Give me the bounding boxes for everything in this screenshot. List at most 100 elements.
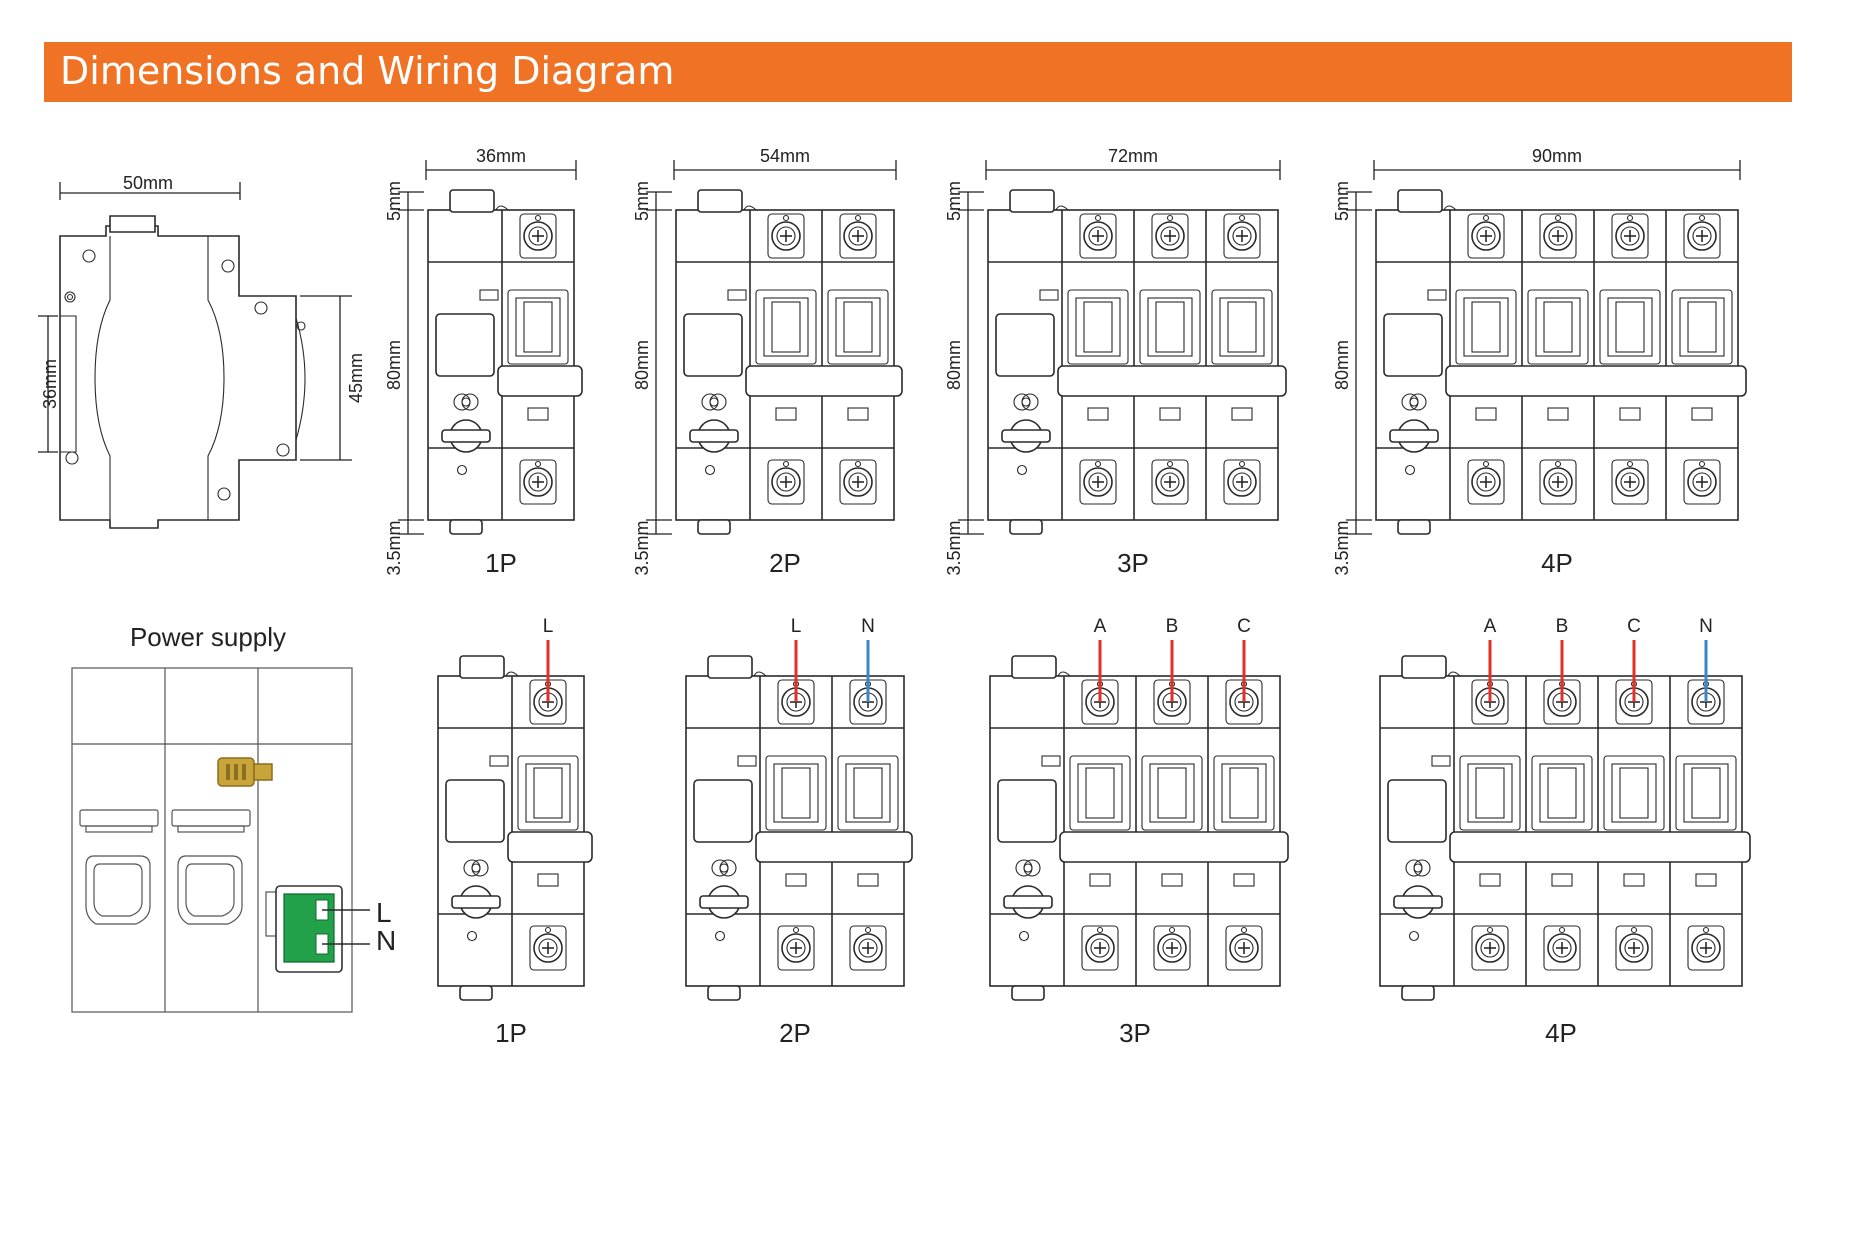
bottom-gap-label: 3.5mm xyxy=(1332,520,1352,575)
wire-label: A xyxy=(1484,616,1497,637)
top-gap-label: 5mm xyxy=(384,181,404,221)
indicator-window xyxy=(1475,407,1497,421)
pole-label: 3P xyxy=(1117,548,1149,578)
test-button-icon xyxy=(463,859,489,877)
bottom-gap-label: 3.5mm xyxy=(944,520,964,575)
indicator-window xyxy=(785,873,807,887)
side-outer-height-label: 45mm xyxy=(346,353,366,403)
indicator-window xyxy=(1087,407,1109,421)
display-window xyxy=(435,313,495,377)
bottom-terminal-screw-icon xyxy=(1471,925,1509,971)
test-button-icon xyxy=(453,393,479,411)
indicator-window xyxy=(537,873,559,887)
dimension-views: 36mm 5mm 80mm 3.5mm 1P 54mm 5mm 80mm 3.5mm 2P 72mm… xyxy=(384,146,1747,578)
reset-knob-icon xyxy=(441,419,491,453)
power-supply-title: Power supply xyxy=(130,622,286,652)
top-terminal-screw-icon xyxy=(1079,213,1117,259)
reset-knob-icon xyxy=(1003,885,1053,919)
handle-bar xyxy=(1445,365,1747,397)
height-label: 80mm xyxy=(632,340,652,390)
indicator-window xyxy=(775,407,797,421)
handle-bar xyxy=(1449,831,1751,863)
bottom-terminal-screw-icon xyxy=(1225,925,1263,971)
reset-knob-icon xyxy=(1001,419,1051,453)
bottom-terminal-screw-icon xyxy=(1687,925,1725,971)
wiring-view-2p: L N 2P xyxy=(685,616,913,1048)
test-button-icon xyxy=(1013,393,1039,411)
top-gap-label: 5mm xyxy=(1332,181,1352,221)
top-terminal-screw-icon xyxy=(1223,213,1261,259)
width-label: 36mm xyxy=(476,146,526,166)
test-button-icon xyxy=(1405,859,1431,877)
bottom-terminal-screw-icon xyxy=(1153,925,1191,971)
wire-label: N xyxy=(861,616,875,637)
bottom-terminal-screw-icon xyxy=(1683,459,1721,505)
top-terminal-screw-icon xyxy=(1467,213,1505,259)
dimension-view-3p: 72mm 5mm 80mm 3.5mm 3P xyxy=(944,146,1287,578)
side-inner-height-label: 36mm xyxy=(40,359,60,409)
handle-bar xyxy=(1057,365,1287,397)
display-window xyxy=(445,779,505,843)
wire-label: L xyxy=(543,616,554,637)
test-button-icon xyxy=(1401,393,1427,411)
bottom-gap-label: 3.5mm xyxy=(384,520,404,575)
side-view: 50mm 36mm 45mm xyxy=(38,173,366,529)
pole-label: 2P xyxy=(769,548,801,578)
bottom-terminal-screw-icon xyxy=(1543,925,1581,971)
top-terminal-screw-icon xyxy=(1151,213,1189,259)
side-width-label: 50mm xyxy=(123,173,173,193)
display-window xyxy=(1387,779,1447,843)
width-label: 72mm xyxy=(1108,146,1158,166)
pole-label: 1P xyxy=(485,548,517,578)
indicator-window xyxy=(1479,873,1501,887)
wire-label: B xyxy=(1166,616,1179,637)
indicator-window xyxy=(1623,873,1645,887)
pole-label: 1P xyxy=(495,1018,527,1048)
bottom-terminal-screw-icon xyxy=(1079,459,1117,505)
bottom-terminal-screw-icon xyxy=(767,459,805,505)
test-button-icon xyxy=(701,393,727,411)
indicator-window xyxy=(1695,873,1717,887)
reset-knob-icon xyxy=(451,885,501,919)
height-label: 80mm xyxy=(1332,340,1352,390)
top-terminal-screw-icon xyxy=(839,213,877,259)
bottom-terminal-screw-icon xyxy=(1611,459,1649,505)
display-window xyxy=(683,313,743,377)
bottom-terminal-screw-icon xyxy=(1223,459,1261,505)
indicator-window xyxy=(1619,407,1641,421)
bottom-terminal-screw-icon xyxy=(1467,459,1505,505)
reset-knob-icon xyxy=(699,885,749,919)
top-terminal-screw-icon xyxy=(767,213,805,259)
indicator-window xyxy=(1231,407,1253,421)
top-gap-label: 5mm xyxy=(944,181,964,221)
power-supply-module: Power supply L N xyxy=(71,622,396,1013)
wire-label: N xyxy=(1699,616,1713,637)
display-window xyxy=(997,779,1057,843)
height-label: 80mm xyxy=(944,340,964,390)
bottom-terminal-screw-icon xyxy=(849,925,887,971)
bottom-terminal-screw-icon xyxy=(1151,459,1189,505)
reset-knob-icon xyxy=(1389,419,1439,453)
display-window xyxy=(1383,313,1443,377)
handle-bar xyxy=(497,365,583,397)
indicator-window xyxy=(1233,873,1255,887)
handle-bar xyxy=(755,831,913,863)
indicator-window xyxy=(1547,407,1569,421)
pole-label: 4P xyxy=(1541,548,1573,578)
display-window xyxy=(693,779,753,843)
bottom-terminal-screw-icon xyxy=(1615,925,1653,971)
width-label: 54mm xyxy=(760,146,810,166)
bottom-gap-label: 3.5mm xyxy=(632,520,652,575)
terminal-n-label: N xyxy=(376,925,396,956)
bottom-terminal-screw-icon xyxy=(1539,459,1577,505)
wire-label: L xyxy=(791,616,802,637)
indicator-window xyxy=(1161,873,1183,887)
bottom-terminal-screw-icon xyxy=(839,459,877,505)
pole-label: 2P xyxy=(779,1018,811,1048)
top-terminal-screw-icon xyxy=(1683,213,1721,259)
